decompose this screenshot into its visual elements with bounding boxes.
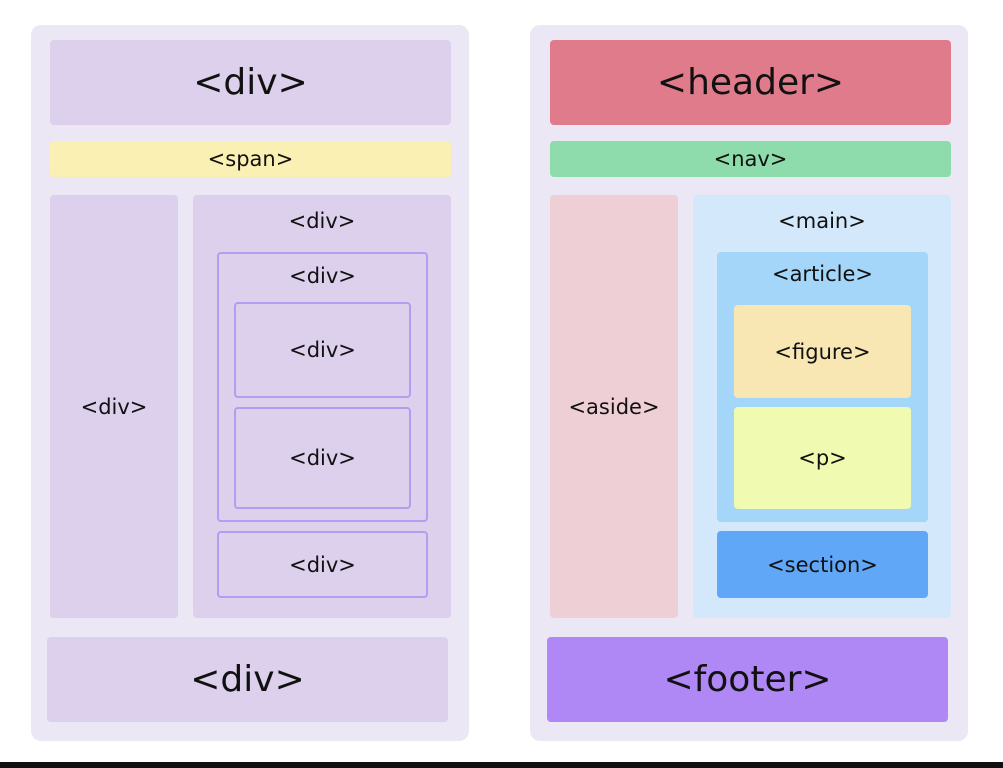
span-block: <span>	[50, 141, 451, 177]
footer-block: <footer>	[547, 637, 948, 722]
div-lower-label: <div>	[289, 552, 356, 577]
span-label: <span>	[207, 147, 294, 171]
aside-block: <aside>	[550, 195, 678, 618]
div-inner-label-1: <div>	[289, 338, 356, 362]
div-lower-block: <div>	[217, 531, 428, 598]
nav-label: <nav>	[713, 147, 788, 171]
div-bottom-label: <div>	[190, 659, 305, 700]
p-block: <p>	[734, 407, 911, 509]
div-inner-block: <div>	[217, 252, 428, 522]
section-block: <section>	[717, 531, 928, 598]
div-inner-label: <div>	[289, 264, 356, 288]
nav-block: <nav>	[550, 141, 951, 177]
div-main-block: <div>	[193, 195, 451, 618]
p-label: <p>	[798, 446, 847, 470]
div-inner-block-2: <div>	[234, 407, 411, 509]
div-side-block: <div>	[50, 195, 178, 618]
main-label: <main>	[778, 209, 866, 233]
div-top-block: <div>	[50, 40, 451, 125]
div-side-label: <div>	[80, 394, 148, 419]
div-main-label: <div>	[288, 209, 356, 233]
footer-label: <footer>	[663, 659, 832, 700]
section-label: <section>	[767, 552, 878, 577]
div-bottom-block: <div>	[47, 637, 448, 722]
div-inner-block-1: <div>	[234, 302, 411, 398]
header-label: <header>	[656, 62, 845, 103]
div-top-label: <div>	[193, 62, 308, 103]
header-block: <header>	[550, 40, 951, 125]
figure-label: <figure>	[774, 339, 871, 364]
bottom-edge-bar	[0, 762, 1003, 768]
aside-label: <aside>	[568, 394, 660, 419]
div-inner-label-2: <div>	[289, 446, 356, 470]
figure-block: <figure>	[734, 305, 911, 398]
article-label: <article>	[771, 262, 874, 286]
